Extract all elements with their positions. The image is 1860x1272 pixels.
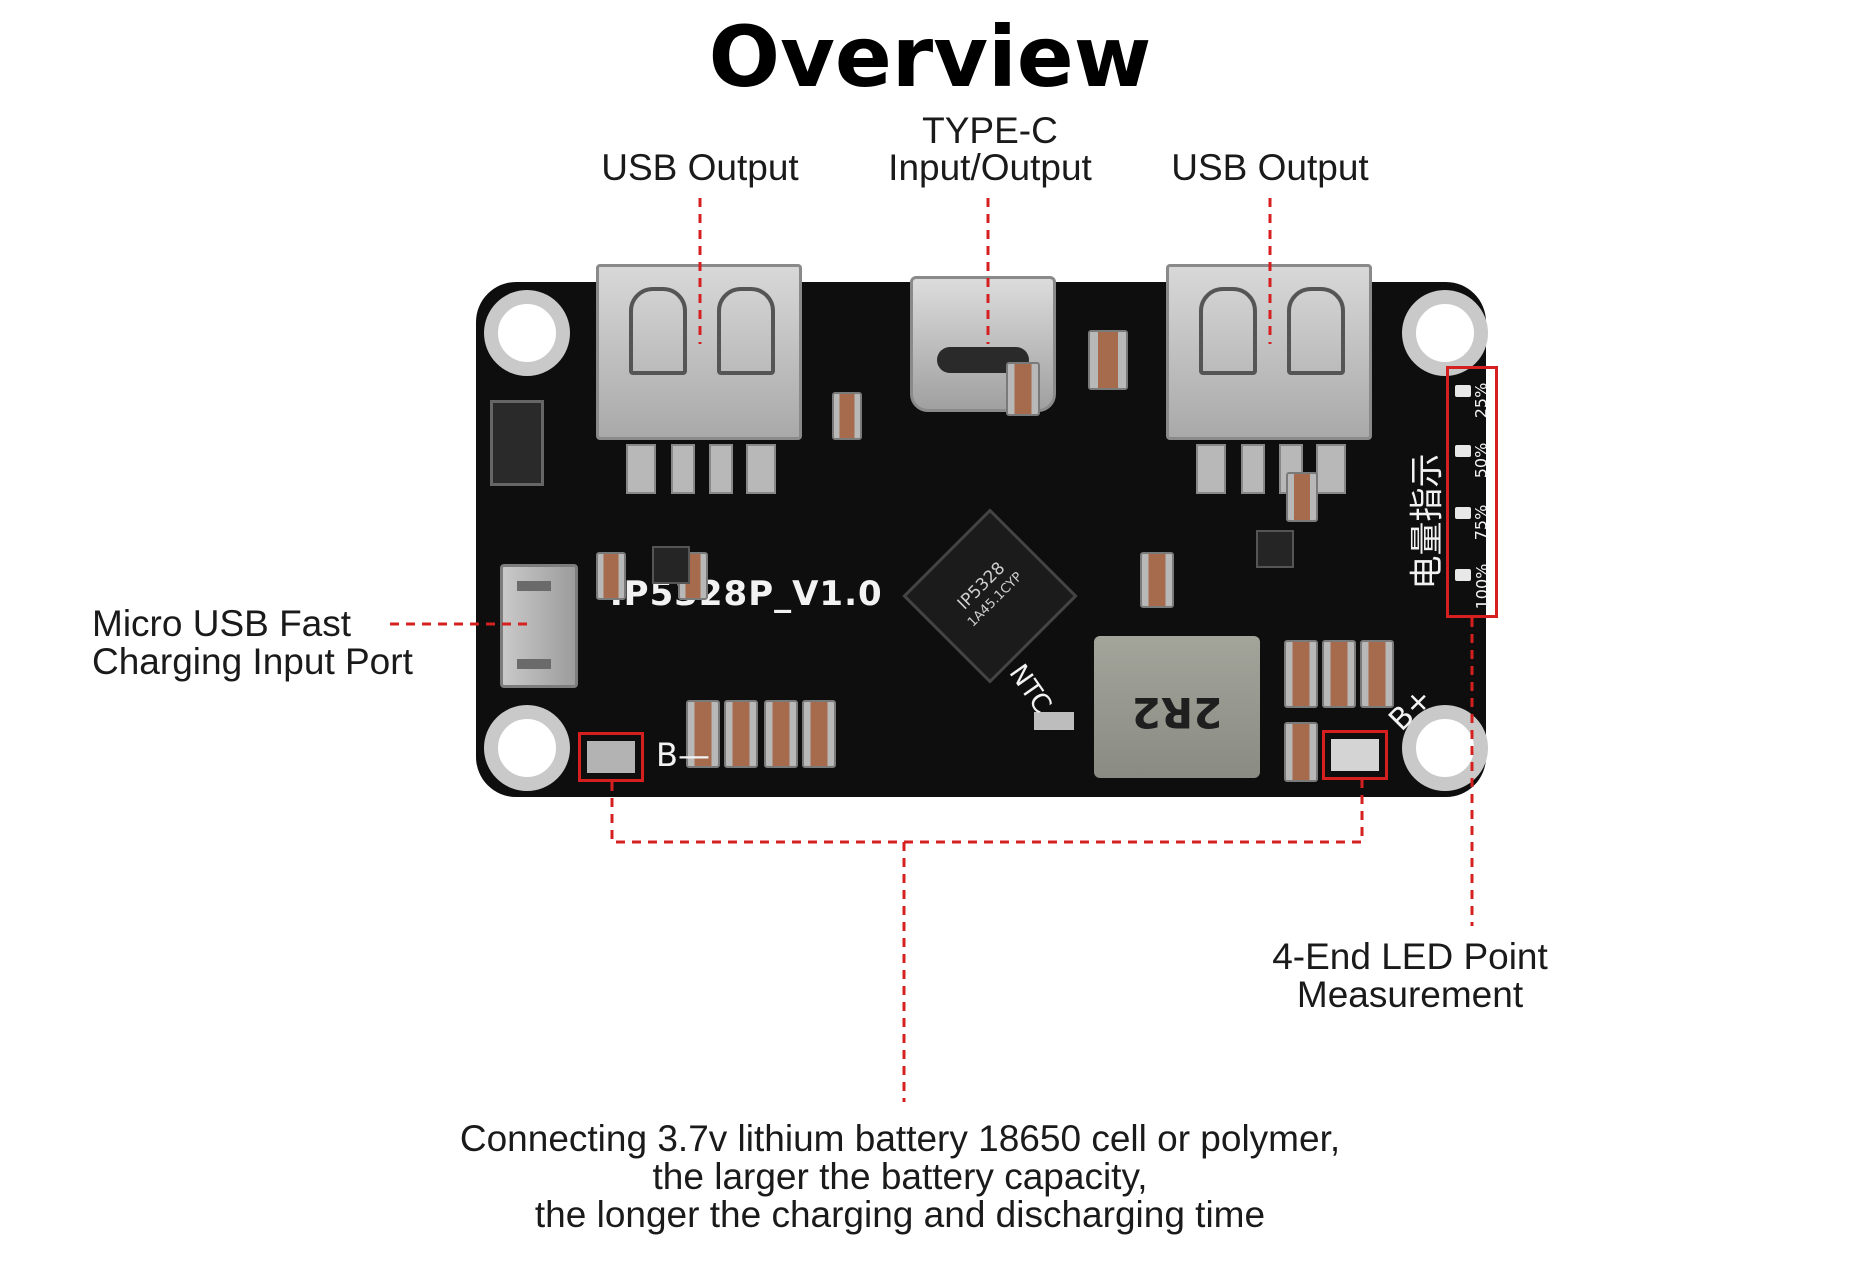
- usb-output-left-label: USB Output: [601, 147, 799, 188]
- side-switch: [490, 400, 544, 486]
- led-label-line1: 4-End LED Point: [1272, 936, 1548, 977]
- micro-usb-port: [500, 564, 578, 688]
- capacitor: [1284, 640, 1318, 708]
- b-plus-pad: [1322, 730, 1388, 780]
- micro-usb-slot: [517, 659, 551, 669]
- capacitor: [596, 552, 626, 600]
- usb-pin: [1241, 444, 1265, 494]
- micro-usb-label-line2: Charging Input Port: [92, 641, 413, 682]
- typec-label-line2: Input/Output: [888, 147, 1092, 188]
- mounting-hole-bottom-right: [1402, 705, 1488, 791]
- usb-pin: [626, 444, 656, 494]
- usb-pin: [1196, 444, 1226, 494]
- usb-contact-right-b: [1287, 287, 1345, 375]
- b-minus-label: B—: [656, 736, 710, 774]
- b-minus-pad-metal: [587, 741, 635, 773]
- usb-contact-left-b: [717, 287, 775, 375]
- led-50: [1455, 445, 1471, 457]
- callout-bracket-battery: [610, 780, 1364, 844]
- power-inductor: 2R2: [1094, 636, 1260, 778]
- usb-pin: [746, 444, 776, 494]
- capacitor: [686, 700, 720, 768]
- capacitor: [1006, 362, 1040, 416]
- capacitor: [1140, 552, 1174, 608]
- capacitor: [1360, 640, 1394, 708]
- battery-text-line1: Connecting 3.7v lithium battery 18650 ce…: [459, 1118, 1341, 1159]
- usb-a-port-left: [596, 264, 802, 440]
- led-100: [1455, 569, 1471, 581]
- led-label-line2: Measurement: [1296, 974, 1524, 1015]
- capacitor: [1286, 472, 1318, 522]
- typec-label-line1: TYPE-C: [922, 110, 1058, 151]
- battery-text-line2: the larger the battery capacity,: [652, 1156, 1148, 1197]
- capacitor: [764, 700, 798, 768]
- capacitor: [724, 700, 758, 768]
- usb-contact-left-a: [629, 287, 687, 375]
- page-title: Overview: [708, 8, 1152, 106]
- capacitor: [1088, 330, 1128, 390]
- ntc-resistor: [1034, 712, 1074, 730]
- led-75: [1455, 507, 1471, 519]
- battery-text-line3: the longer the charging and discharging …: [534, 1194, 1266, 1235]
- b-plus-pad-metal: [1331, 739, 1379, 771]
- capacitor: [1322, 640, 1356, 708]
- capacitor: [802, 700, 836, 768]
- b-minus-pad: [578, 732, 644, 782]
- usb-pin: [671, 444, 695, 494]
- mounting-hole-bottom-left: [484, 705, 570, 791]
- led-indicator-strip: 25% 50% 75% 100%: [1446, 366, 1498, 618]
- small-ic: [652, 546, 690, 584]
- capacitor: [832, 392, 862, 440]
- small-ic: [1256, 530, 1294, 568]
- usb-contact-right-a: [1199, 287, 1257, 375]
- led-25: [1455, 385, 1471, 397]
- usb-pin: [1316, 444, 1346, 494]
- pcb-board: IP5328P_V1.0 IP5328 1A45.1CYP 2R2 NTC B—…: [476, 264, 1498, 797]
- capacitor: [1284, 722, 1318, 782]
- usb-output-right-label: USB Output: [1171, 147, 1369, 188]
- micro-usb-label-line1: Micro USB Fast: [92, 603, 352, 644]
- micro-usb-slot: [517, 581, 551, 591]
- usb-pin: [709, 444, 733, 494]
